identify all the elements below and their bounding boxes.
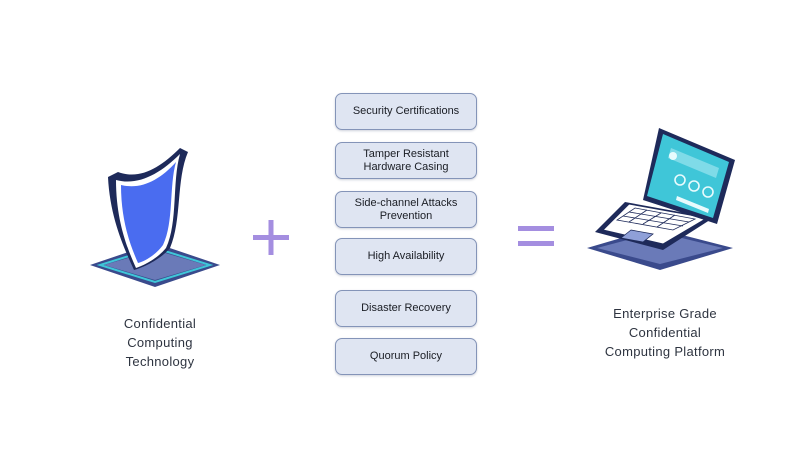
plus-icon bbox=[253, 220, 289, 255]
feature-box-disaster-recovery: Disaster Recovery bbox=[335, 290, 477, 327]
equals-icon bbox=[518, 226, 554, 246]
feature-box-side-channel: Side-channel Attacks Prevention bbox=[335, 191, 477, 228]
laptop-icon bbox=[587, 128, 735, 270]
feature-box-tamper-resistant: Tamper Resistant Hardware Casing bbox=[335, 142, 477, 179]
right-caption: Enterprise Grade Confidential Computing … bbox=[604, 306, 726, 359]
feature-box-security-certifications: Security Certifications bbox=[335, 93, 477, 130]
plus-sign bbox=[251, 218, 291, 258]
left-caption: Confidential Computing Technology bbox=[123, 316, 197, 369]
feature-box-high-availability: High Availability bbox=[335, 238, 477, 275]
shield-illustration bbox=[80, 140, 230, 290]
equals-sign bbox=[516, 222, 556, 252]
laptop-illustration bbox=[585, 120, 745, 280]
feature-box-quorum-policy: Quorum Policy bbox=[335, 338, 477, 375]
shield-icon bbox=[90, 148, 220, 287]
